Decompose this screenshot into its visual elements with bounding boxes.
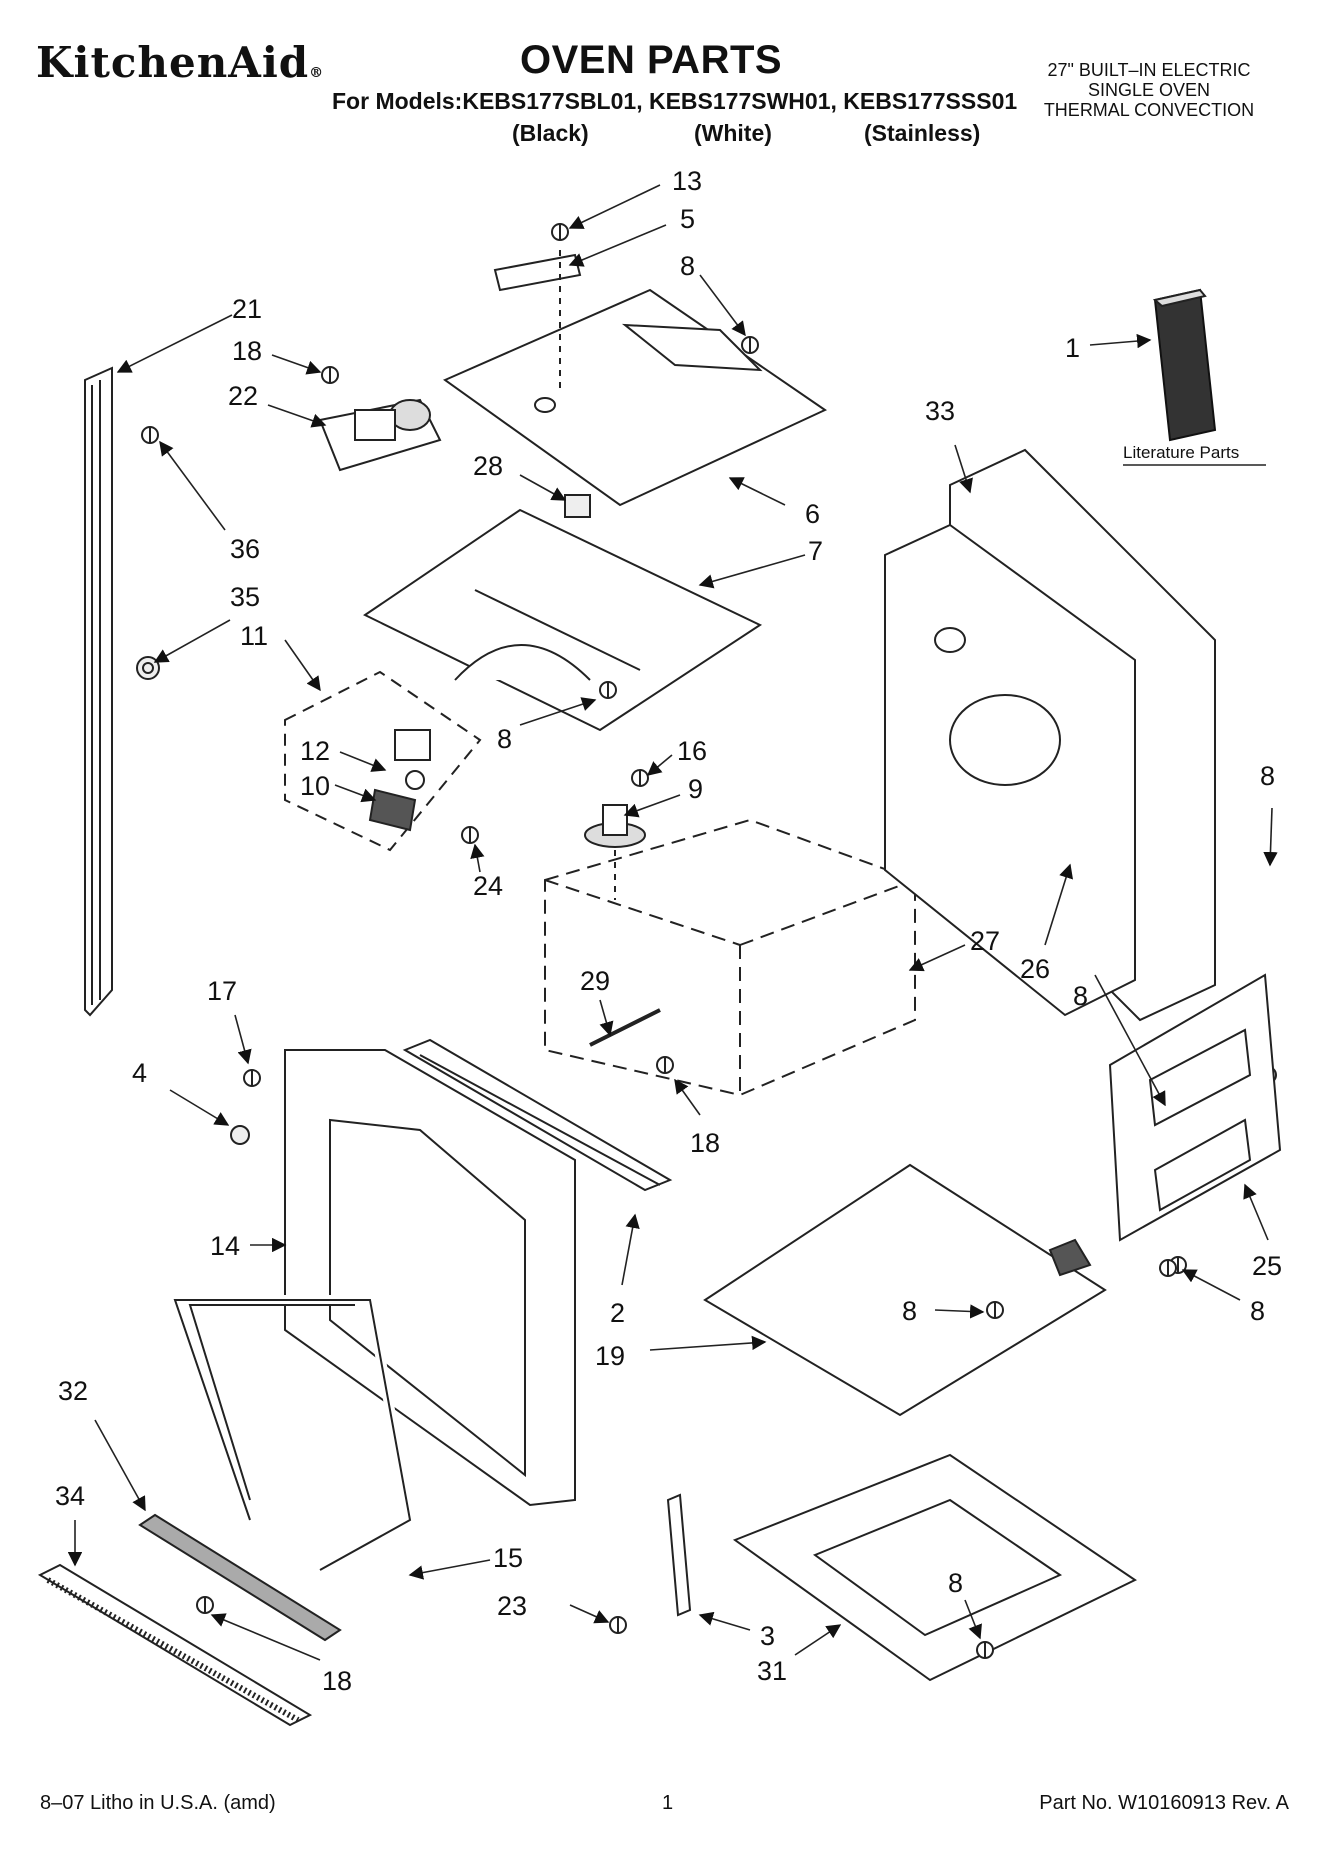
- callout-13: 13: [672, 166, 702, 196]
- screw: [986, 1301, 1004, 1319]
- screw: [741, 336, 759, 354]
- callout-31: 31: [757, 1656, 787, 1686]
- callout-8: 8: [680, 251, 695, 281]
- screw: [631, 769, 649, 787]
- callout-18: 18: [322, 1666, 352, 1696]
- callout-17: 17: [207, 976, 237, 1006]
- insulation-strip: [138, 1513, 342, 1642]
- callout-34: 34: [55, 1481, 85, 1511]
- leader-lines: [67, 184, 1278, 1661]
- callout-8: 8: [1250, 1296, 1265, 1326]
- callout-14: 14: [210, 1231, 240, 1261]
- callout-8: 8: [1073, 981, 1088, 1011]
- top-panel: [442, 250, 828, 507]
- callout-1: 1: [1065, 333, 1080, 363]
- screw: [551, 223, 569, 241]
- screw: [599, 681, 617, 699]
- callout-11: 11: [240, 621, 268, 651]
- footer-litho: 8–07 Litho in U.S.A. (amd): [40, 1792, 276, 1814]
- callout-25: 25: [1252, 1251, 1282, 1281]
- screw: [609, 1616, 627, 1634]
- variant-white: (White): [694, 120, 772, 146]
- callout-35: 35: [230, 582, 260, 612]
- right-side-panel: [1108, 973, 1282, 1242]
- screw: [1159, 1259, 1177, 1277]
- callout-18: 18: [690, 1128, 720, 1158]
- oven-cavity: [544, 818, 916, 1097]
- footer-page-number: 1: [662, 1792, 674, 1814]
- callout-9: 9: [688, 774, 703, 804]
- callout-22: 22: [228, 381, 258, 411]
- oven-light-assembly: [284, 670, 482, 852]
- convection-motor: [584, 804, 646, 900]
- spec-line: SINGLE OVEN: [1087, 80, 1211, 100]
- variant-black: (Black): [512, 120, 589, 146]
- upper-oven-panel: [363, 508, 763, 732]
- brand-logo: KitchenAid®: [36, 38, 324, 87]
- spec-line: THERMAL CONVECTION: [1043, 100, 1255, 120]
- callout-26: 26: [1020, 954, 1050, 984]
- screw: [321, 366, 339, 384]
- variant-stainless: (Stainless): [864, 120, 981, 146]
- grommet: [230, 1125, 250, 1145]
- screw: [976, 1641, 994, 1659]
- callout-33: 33: [925, 396, 955, 426]
- bottom-shield: [703, 1163, 1107, 1417]
- vent-grille: [37, 1563, 313, 1727]
- callout-8: 8: [497, 724, 512, 754]
- callout-24: 24: [473, 871, 503, 901]
- callout-10: 10: [300, 771, 330, 801]
- spec-line: 27" BUILT–IN ELECTRIC: [1047, 60, 1251, 80]
- model-list: For Models:KEBS177SBL01, KEBS177SWH01, K…: [332, 88, 1018, 114]
- brand-name: KitchenAid: [36, 38, 310, 87]
- callout-19: 19: [595, 1341, 625, 1371]
- callout-29: 29: [580, 966, 610, 996]
- callout-8: 8: [948, 1568, 963, 1598]
- product-spec: 27" BUILT–IN ELECTRIC SINGLE OVEN THERMA…: [1014, 60, 1284, 120]
- brand-registered-mark: ®: [309, 65, 325, 81]
- cooling-fan-bracket: [318, 398, 442, 472]
- callout-18: 18: [232, 336, 262, 366]
- literature-parts-label: Literature Parts: [1123, 443, 1239, 462]
- callout-6: 6: [805, 499, 820, 529]
- callout-12: 12: [300, 736, 330, 766]
- bottom-tray: [732, 1453, 1137, 1682]
- callout-3: 3: [760, 1621, 775, 1651]
- front-frame: [284, 1049, 576, 1507]
- callout-21: 21: [232, 294, 262, 324]
- temperature-sensor: [589, 1008, 661, 1047]
- callout-27: 27: [970, 926, 1000, 956]
- screw: [461, 826, 479, 844]
- screw: [243, 1069, 261, 1087]
- callout-4: 4: [132, 1058, 147, 1088]
- rear-panel-inner: [884, 523, 1136, 1017]
- callout-8: 8: [902, 1296, 917, 1326]
- literature-book: [1152, 288, 1217, 442]
- thermostat: [564, 494, 591, 518]
- callout-28: 28: [473, 451, 503, 481]
- screw: [141, 426, 159, 444]
- callout-7: 7: [808, 536, 823, 566]
- callout-32: 32: [58, 1376, 88, 1406]
- callout-23: 23: [497, 1591, 527, 1621]
- door-gasket: [168, 1295, 416, 1575]
- grommet: [136, 656, 160, 680]
- page-title: OVEN PARTS: [520, 38, 783, 82]
- callout-16: 16: [677, 736, 707, 766]
- footer-part-number: Part No. W10160913 Rev. A: [1039, 1792, 1289, 1814]
- top-trim-strip: [402, 1038, 673, 1192]
- callout-8: 8: [1260, 761, 1275, 791]
- callout-5: 5: [680, 204, 695, 234]
- side-trim-rail: [84, 366, 113, 1017]
- screw: [196, 1596, 214, 1614]
- screw: [656, 1056, 674, 1074]
- callout-2: 2: [610, 1298, 625, 1328]
- hinge-bracket: [666, 1493, 692, 1617]
- callout-15: 15: [493, 1543, 523, 1573]
- callout-36: 36: [230, 534, 260, 564]
- vent-cover: [493, 253, 582, 292]
